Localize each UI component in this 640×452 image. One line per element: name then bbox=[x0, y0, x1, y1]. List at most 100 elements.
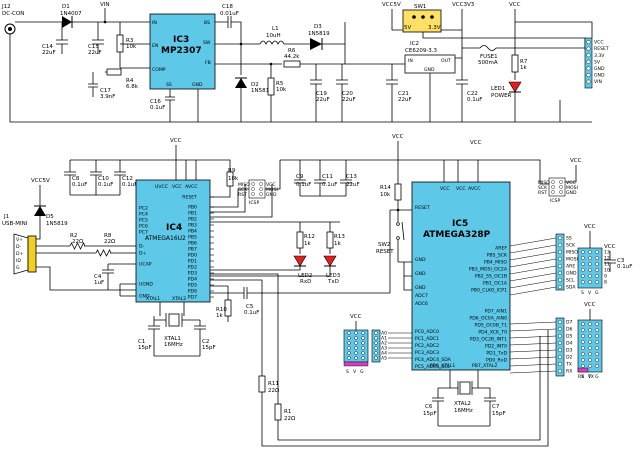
vin-label: VIN bbox=[100, 2, 110, 8]
servo-header-pin bbox=[595, 322, 599, 326]
res-r4: R4 6.8k bbox=[105, 68, 139, 90]
r5-value: 10k bbox=[276, 87, 287, 93]
sw1-ref: SW1 bbox=[414, 4, 426, 10]
ic3-pin-comp: COMP bbox=[152, 67, 166, 73]
r7-ref: R7 bbox=[520, 59, 528, 65]
servo-header-pin bbox=[595, 334, 599, 338]
dc-connector-j12: J12 DC-CON bbox=[1, 4, 24, 35]
rx-label: RX bbox=[578, 374, 584, 380]
ic2-name: CE6209-3.3 bbox=[405, 48, 438, 54]
switch-sw2-reset[interactable]: SW2 RESET bbox=[376, 210, 405, 262]
res-r14: R14 10k bbox=[380, 160, 402, 210]
cap-c1: C1 15pF bbox=[138, 316, 160, 356]
digital-header-b bbox=[555, 233, 565, 291]
icsp2-rst: RST bbox=[538, 190, 547, 196]
vcc-label-top: VCC bbox=[509, 2, 521, 8]
cap-c15: C15 22uF bbox=[88, 22, 104, 56]
r1-ref: R1 bbox=[284, 409, 291, 415]
j1-pin-dminus: D- bbox=[16, 244, 22, 250]
ic3-ref: IC3 bbox=[173, 35, 189, 45]
header-d-pin bbox=[558, 327, 562, 331]
header-b-label: SCK bbox=[566, 243, 576, 249]
c10-ref: C10 bbox=[98, 176, 109, 182]
cap-c14: C14 22uF bbox=[42, 22, 68, 56]
header-d-label: D4 bbox=[566, 341, 573, 347]
bus-wire bbox=[509, 363, 557, 367]
icsp2-mosi: MOSI bbox=[566, 185, 578, 191]
servo-header-pin bbox=[595, 274, 599, 278]
icsp1-gnd: GND bbox=[266, 192, 277, 198]
ic4-right-pin: PB7 bbox=[188, 247, 197, 253]
servo-header-pin bbox=[581, 334, 585, 338]
ic5-right-pin: PB4_MISO bbox=[484, 260, 507, 266]
ic4-right-pin: PD3 bbox=[188, 271, 197, 277]
servo-pin-number: 11 bbox=[604, 262, 610, 268]
ic5-right-pin: PD5_OC0B_T1 bbox=[475, 323, 508, 329]
servo-header-pin bbox=[588, 262, 592, 266]
servo-s-label: S bbox=[581, 290, 584, 296]
header-d-label: D6 bbox=[566, 327, 573, 333]
analog-servo-pin bbox=[354, 356, 358, 360]
r4-value: 6.8k bbox=[126, 84, 139, 90]
c4-value: 1uF bbox=[94, 280, 104, 286]
power-header-label: GND bbox=[594, 73, 605, 79]
c13-value: 22uF bbox=[346, 182, 360, 188]
cap-c12: C12 0.1uF bbox=[114, 160, 137, 195]
ic3-pin-gnd: GND bbox=[192, 82, 203, 88]
r2-value: 22Ω bbox=[72, 239, 83, 245]
power-header-pin bbox=[586, 66, 591, 71]
header-d-pin bbox=[558, 341, 562, 345]
servo-header-pin bbox=[595, 346, 599, 350]
analog-s-label: S bbox=[346, 369, 349, 375]
servo-header-pin bbox=[588, 340, 592, 344]
d1-value: 1N4007 bbox=[60, 11, 82, 17]
c11-value: 0.1uF bbox=[322, 182, 337, 188]
cap-c9: C9 0.1uF bbox=[294, 174, 311, 196]
r13-ref: R13 bbox=[334, 234, 345, 240]
d3-ref: D3 bbox=[314, 24, 322, 30]
servo-header-pin bbox=[581, 322, 585, 326]
header-d-label: RX bbox=[566, 369, 572, 375]
power-header-label: RESET bbox=[594, 46, 609, 52]
header-b-label: SDA bbox=[566, 285, 576, 291]
icsp2-miso: MISO bbox=[538, 180, 550, 186]
ic4-right-pin: PD4 bbox=[188, 277, 197, 283]
ic4-right-pin: PB3 bbox=[188, 223, 197, 229]
servo-header-pin bbox=[581, 340, 585, 344]
ic2-ref: IC2 bbox=[410, 41, 419, 47]
c21-ref: C21 bbox=[398, 91, 409, 97]
ic5-left-pin: GND bbox=[415, 285, 426, 291]
c17-value: 3.9nF bbox=[100, 94, 115, 100]
vcc-label-r14: VCC bbox=[392, 134, 404, 140]
bus-wire bbox=[509, 237, 557, 247]
header-d-pin bbox=[558, 334, 562, 338]
c8-ref: C8 bbox=[72, 176, 80, 182]
d2-ref: D2 bbox=[251, 82, 259, 88]
c1-value: 15pF bbox=[138, 345, 152, 351]
diode-d1: D1 1N4007 bbox=[60, 4, 82, 28]
c5-value: 0.1uF bbox=[244, 310, 259, 316]
servo-header-pin bbox=[581, 352, 585, 356]
analog-servo-pin bbox=[361, 341, 365, 345]
analog-servo-pin bbox=[361, 331, 365, 335]
res-r10: R10 1k bbox=[216, 286, 232, 322]
ic2-ce6209: IC2 CE6209-3.3 IN OUT GND bbox=[404, 41, 456, 74]
analog-g-label: G bbox=[360, 369, 364, 375]
servo-s-label: S bbox=[581, 374, 584, 380]
bus-wire bbox=[509, 335, 557, 339]
switch-sw1[interactable]: SW1 5V 3.3V bbox=[402, 4, 442, 33]
cap-c22: C22 0.1uF bbox=[456, 58, 482, 122]
servo-pin-number: 9 bbox=[604, 274, 607, 280]
ic5-right-pin: PD6_OC0A_AIN0 bbox=[469, 316, 507, 322]
servo-header-pin bbox=[581, 256, 585, 260]
c20-value: 22uF bbox=[342, 97, 356, 103]
ic5-right-pin: AREF bbox=[495, 246, 507, 252]
cap-c6: C6 15pF bbox=[423, 388, 444, 426]
power-header-label: VCC bbox=[594, 40, 604, 46]
c18-value: 0.01uF bbox=[220, 11, 239, 17]
ic4-right-pin: PD7 bbox=[188, 295, 197, 301]
c9-value: 0.1uF bbox=[296, 182, 311, 188]
ic5-top-pin: VCC bbox=[456, 186, 466, 192]
